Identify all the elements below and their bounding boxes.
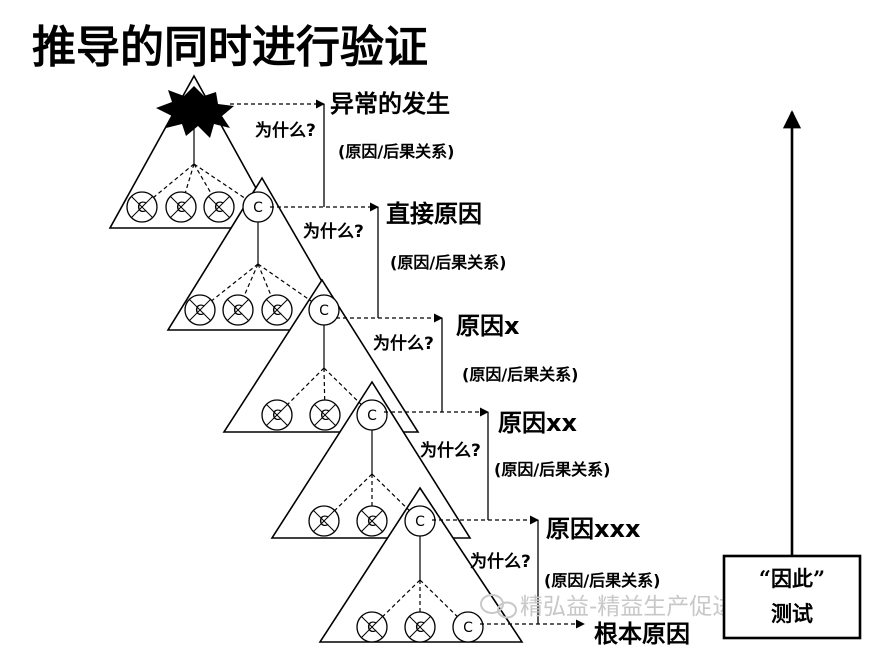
- relation-label-2: (原因/后果关系): [390, 253, 506, 272]
- cross-mark: [409, 616, 431, 638]
- verified-cause: C: [242, 191, 274, 223]
- cross-mark: [131, 196, 153, 218]
- cross-mark: [189, 299, 211, 321]
- cause-circle: [452, 611, 484, 643]
- level-label-2: 原因x: [456, 312, 520, 340]
- cause-symbol: C: [415, 514, 425, 530]
- relation-label-3: (原因/后果关系): [462, 365, 578, 384]
- relation-label-5: (原因/后果关系): [544, 571, 660, 590]
- cross-mark: [313, 510, 335, 532]
- cause-symbol: C: [367, 514, 377, 530]
- relation-label-4: (原因/后果关系): [494, 460, 610, 479]
- why-label-3: 为什么?: [373, 333, 434, 354]
- cause-circles: C C C C C C C C C C C C C C C C C: [126, 191, 484, 643]
- level-label-5: 根本原因: [594, 620, 690, 648]
- cause-group-2: [199, 221, 325, 311]
- eliminated-cause: C: [261, 399, 293, 431]
- chat-bubbles-icon: [480, 594, 517, 619]
- eliminated-cause: C: [165, 191, 197, 223]
- eliminated-cause: C: [184, 294, 216, 326]
- cause-symbol: C: [272, 408, 282, 424]
- eliminated-cause: C: [404, 611, 436, 643]
- cross-mark: [266, 299, 288, 321]
- explosion-icon: [156, 86, 234, 138]
- cross-mark: [361, 616, 383, 638]
- eliminated-cause: C: [356, 505, 388, 537]
- cause-circle: [308, 294, 340, 326]
- verified-cause: C: [452, 611, 484, 643]
- cause-group-5: [371, 535, 469, 628]
- cross-mark: [361, 510, 383, 532]
- cause-symbol: C: [195, 303, 205, 319]
- cause-symbol: C: [214, 200, 224, 216]
- triangle-2: [166, 176, 352, 331]
- cause-symbol: C: [367, 408, 377, 424]
- cross-mark: [314, 404, 336, 426]
- verified-cause: C: [356, 399, 388, 431]
- cause-symbol: C: [272, 303, 282, 319]
- cause-symbol: C: [319, 303, 329, 319]
- box-line-2: 测试: [771, 601, 813, 626]
- level-label-3: 原因xx: [498, 409, 577, 437]
- why-label-4: 为什么?: [420, 440, 481, 461]
- why-label-5: 为什么?: [470, 551, 531, 572]
- cause-symbol: C: [319, 514, 329, 530]
- verified-cause: C: [404, 505, 436, 537]
- level-label-1: 直接原因: [386, 200, 482, 228]
- relation-label-1: (原因/后果关系): [338, 142, 454, 161]
- cause-symbol: C: [253, 200, 263, 216]
- cross-mark: [266, 404, 288, 426]
- event-label: 异常的发生: [330, 90, 450, 118]
- eliminated-cause: C: [356, 611, 388, 643]
- why-connectors: [230, 99, 585, 629]
- cross-mark: [208, 196, 230, 218]
- cause-group-4: [323, 429, 421, 522]
- cause-circle: [404, 505, 436, 537]
- why-label-2: 为什么?: [303, 221, 364, 242]
- eliminated-cause: C: [222, 294, 254, 326]
- verified-cause: C: [308, 294, 340, 326]
- cause-circle: [356, 399, 388, 431]
- why-label-1: 为什么?: [255, 120, 316, 141]
- eliminated-cause: C: [309, 399, 341, 431]
- cause-symbol: C: [320, 408, 330, 424]
- cause-symbol: C: [137, 200, 147, 216]
- eliminated-cause: C: [261, 294, 293, 326]
- level-label-4: 原因xxx: [546, 515, 641, 543]
- cause-symbol: C: [367, 620, 377, 636]
- eliminated-cause: C: [126, 191, 158, 223]
- verification-box: [722, 554, 862, 640]
- box-line-1: “因此”: [759, 566, 825, 591]
- cause-group-3: [276, 324, 373, 416]
- eliminated-cause: C: [308, 505, 340, 537]
- cause-symbol: C: [415, 620, 425, 636]
- cause-symbol: C: [176, 200, 186, 216]
- eliminated-cause: C: [203, 191, 235, 223]
- page-title: 推导的同时进行验证: [32, 22, 428, 73]
- cause-symbol: C: [233, 303, 243, 319]
- cross-mark: [227, 299, 249, 321]
- cross-mark: [170, 196, 192, 218]
- cause-symbol: C: [463, 620, 473, 636]
